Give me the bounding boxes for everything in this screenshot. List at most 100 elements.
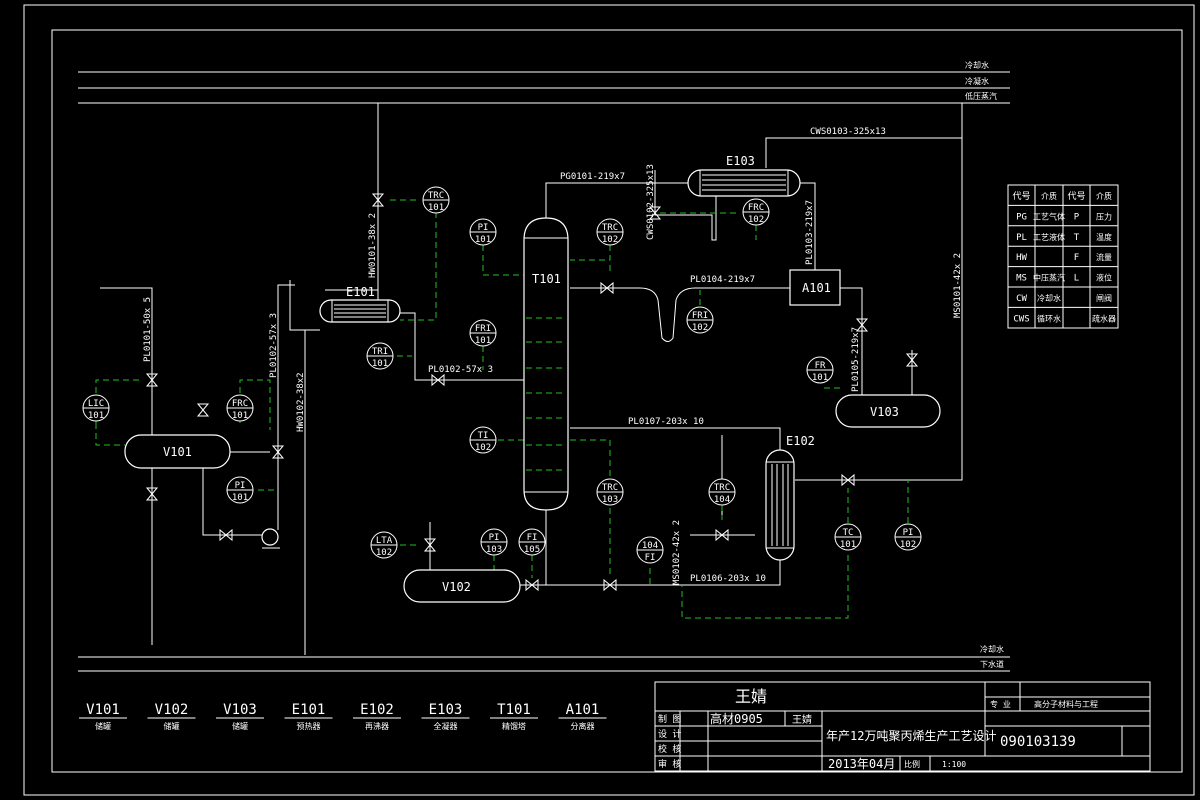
equipment-list-tag: V102 xyxy=(155,702,189,718)
exchanger-e103[interactable]: E103 xyxy=(687,154,801,197)
vessel-v101[interactable]: V101 xyxy=(124,434,231,469)
instrument-function: PI xyxy=(235,481,246,491)
instrument-number: FI xyxy=(645,553,656,563)
pipe-label: MS0101-42x 2 xyxy=(953,253,963,318)
pipe-label: PL0107-203x 10 xyxy=(628,417,704,427)
utility-label-top1: 冷却水 xyxy=(965,60,989,70)
outer-frame xyxy=(23,4,1195,796)
instrument-function: PI xyxy=(478,223,489,233)
separator-a101[interactable]: A101 xyxy=(789,269,841,306)
exchanger-tag: E101 xyxy=(346,285,375,299)
equipment-list-item: E101 预热器 xyxy=(284,702,333,731)
vessel-v102[interactable]: V102 xyxy=(403,569,521,603)
vessel-v103[interactable]: V103 xyxy=(835,394,941,428)
pipe-label: HW0102-38x2 xyxy=(296,372,306,432)
instrument-function: 104 xyxy=(642,541,658,551)
pipe-label: PL0102-57x 3 xyxy=(428,365,493,375)
equipment-list-tag: E101 xyxy=(292,702,326,718)
utility-label-top3: 低压蒸汽 xyxy=(965,91,997,101)
scale-value: 1:100 xyxy=(942,760,966,769)
instrument-function: TRI xyxy=(372,347,388,357)
pipe-label: PL0101-50x 5 xyxy=(143,297,153,362)
tower-tag: T101 xyxy=(532,272,561,286)
pipe-label: PG0101-219x7 xyxy=(560,172,625,182)
legend-cell: 流量 xyxy=(1096,252,1112,262)
legend-cell: CWS xyxy=(1013,314,1029,324)
instrument-function: TRC xyxy=(602,483,618,493)
equipment-list-name: 储罐 xyxy=(232,721,248,731)
equipment-list-name: 预热器 xyxy=(297,721,321,731)
instrument-pi101b[interactable]: PI 101 xyxy=(469,218,497,246)
legend-cell: T xyxy=(1074,233,1080,243)
project-title: 年产12万吨聚丙烯生产工艺设计 xyxy=(826,729,996,743)
equipment-list-name: 精馏塔 xyxy=(502,721,526,731)
instrument-function: FRC xyxy=(748,203,764,213)
legend-cell: 液位 xyxy=(1096,273,1112,283)
legend-cell: HW xyxy=(1016,253,1027,263)
legend-cell: 介质 xyxy=(1041,191,1057,201)
exchanger-tag: E102 xyxy=(786,434,815,448)
instrument-number: 102 xyxy=(900,540,916,550)
tower-t101[interactable]: T101 xyxy=(523,217,569,511)
exchanger-tag: E103 xyxy=(726,154,755,168)
drafter-name: 王婧 xyxy=(792,713,812,726)
instrument-fri102[interactable]: FRI 102 xyxy=(686,306,714,334)
top-utility-headers: 冷却水 冷凝水 低压蒸汽 xyxy=(78,60,1010,104)
vessel-tag: V102 xyxy=(442,580,471,594)
instrument-number: 101 xyxy=(232,493,248,503)
class-code: 高材0905 xyxy=(710,711,763,726)
instrument-function: TRC xyxy=(602,223,618,233)
exchanger-e101[interactable]: E101 xyxy=(319,285,401,323)
instrument-number: 102 xyxy=(602,235,618,245)
legend-cell: CW xyxy=(1016,294,1027,304)
instrument-function: FRI xyxy=(692,311,708,321)
equipment-list-tag: E103 xyxy=(429,702,463,718)
row-label: 设 计 xyxy=(658,728,681,740)
pump[interactable] xyxy=(261,528,280,549)
pipe-label: HW0101-38x 2 xyxy=(368,213,378,278)
pipe-label: PL0104-219x7 xyxy=(690,275,755,285)
instrument-number: 101 xyxy=(475,235,491,245)
scale-label: 比例 xyxy=(904,759,920,769)
instrument-function: TI xyxy=(478,431,489,441)
pipe-label: PL0105-219x7 xyxy=(851,327,861,392)
instrument-trc102[interactable]: TRC 102 xyxy=(596,218,624,246)
bottom-utility-headers: 冷却水 下水道 xyxy=(78,644,1010,672)
equipment-list-tag: V101 xyxy=(86,702,120,718)
legend-cell: PL xyxy=(1016,233,1027,243)
student-id: 090103139 xyxy=(1000,734,1076,750)
equipment-list-name: 再沸器 xyxy=(365,721,389,731)
instrument-number: 101 xyxy=(428,203,444,213)
instrument-function: FI xyxy=(527,533,538,543)
instrument-number: 104 xyxy=(714,495,730,505)
legend-cell: 工艺气体 xyxy=(1033,211,1065,221)
instrument-pi101[interactable]: PI 101 xyxy=(226,476,254,504)
legend-cell: P xyxy=(1074,212,1080,222)
legend-cell: 工艺液体 xyxy=(1033,232,1065,242)
exchanger-e102[interactable]: E102 xyxy=(765,434,815,561)
legend-cell: 代号 xyxy=(1012,191,1030,202)
instrument-number: 102 xyxy=(692,323,708,333)
